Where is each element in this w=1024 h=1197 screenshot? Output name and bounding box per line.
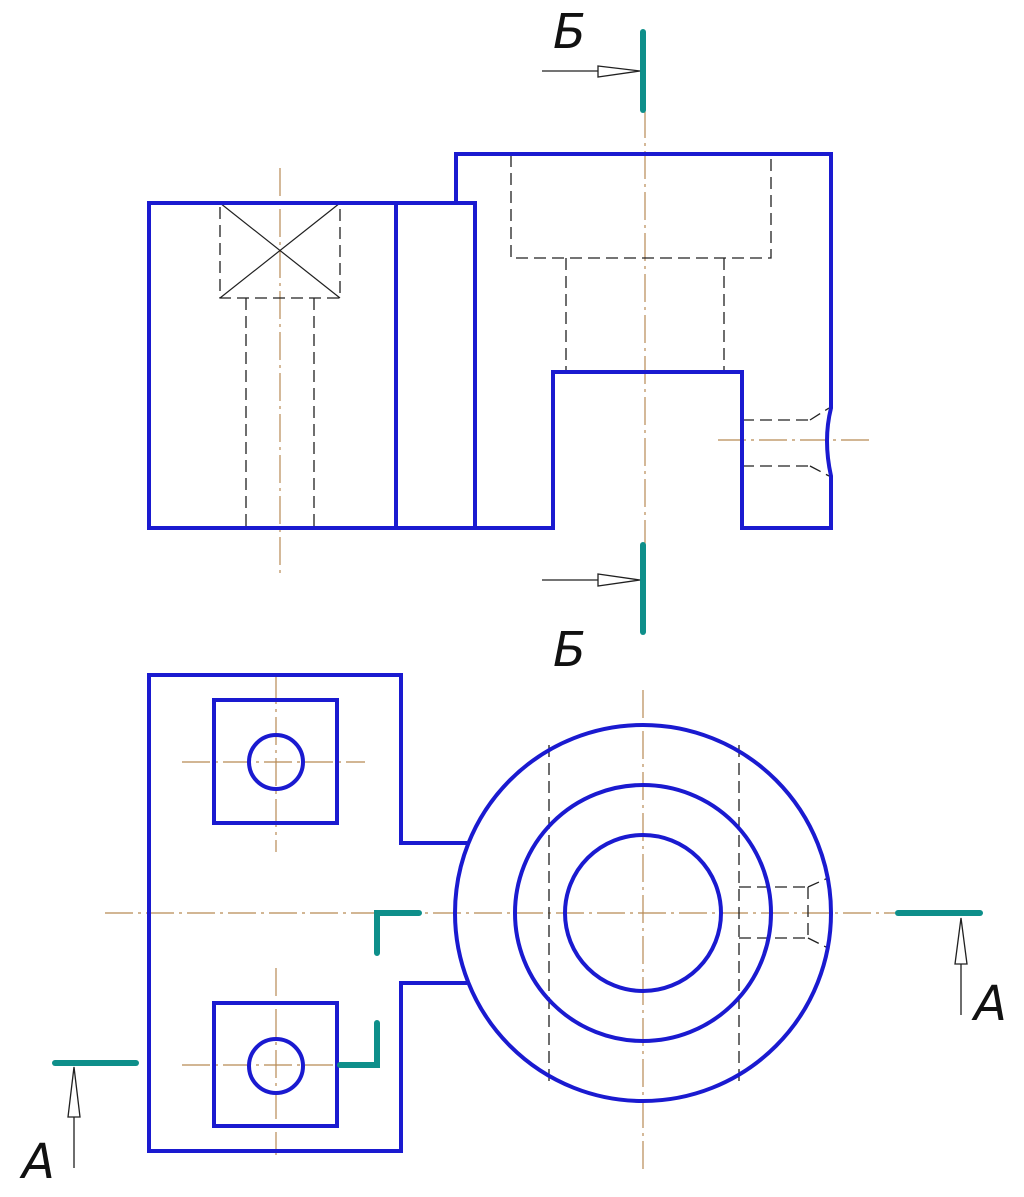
cutting-plane-a: А А	[19, 910, 1007, 1190]
section-label-a-left: А	[19, 1134, 55, 1190]
top-view-square-pad-1	[212, 698, 339, 825]
top-view-square-pad-2	[212, 1001, 339, 1128]
front-view-bore-hidden	[510, 155, 772, 259]
top-view-hole-1	[247, 733, 305, 791]
top-view-hole-2	[247, 1037, 305, 1095]
section-label-b-top: Б	[553, 4, 586, 60]
cutting-plane-a-bend-upper	[374, 910, 422, 956]
top-view-base-outline	[147, 673, 467, 1153]
top-view-boss-middle	[513, 783, 773, 1043]
front-view-outline	[147, 201, 477, 530]
section-label-a-right: А	[971, 976, 1007, 1032]
cutting-plane-b-top-arrow	[542, 65, 641, 78]
front-view	[147, 110, 872, 578]
cutting-plane-b-bottom-arrow	[542, 573, 641, 587]
top-view-side-hole-countersink	[807, 877, 829, 949]
front-view-flat-cross-2	[219, 202, 341, 299]
top-view-boss-bore	[563, 833, 723, 993]
top-view	[105, 673, 895, 1172]
section-label-b-bottom: Б	[553, 622, 586, 678]
top-view-boss-outer	[453, 723, 833, 1103]
cutting-plane-a-right-arrow	[954, 917, 968, 1015]
cutting-plane-a-bend-lower	[337, 1020, 380, 1068]
front-view-boss-outline	[454, 152, 833, 530]
cutting-plane-a-left-arrow	[67, 1066, 81, 1168]
front-view-side-hole-countersink	[809, 407, 830, 477]
cutting-plane-b: Б Б	[542, 4, 646, 678]
